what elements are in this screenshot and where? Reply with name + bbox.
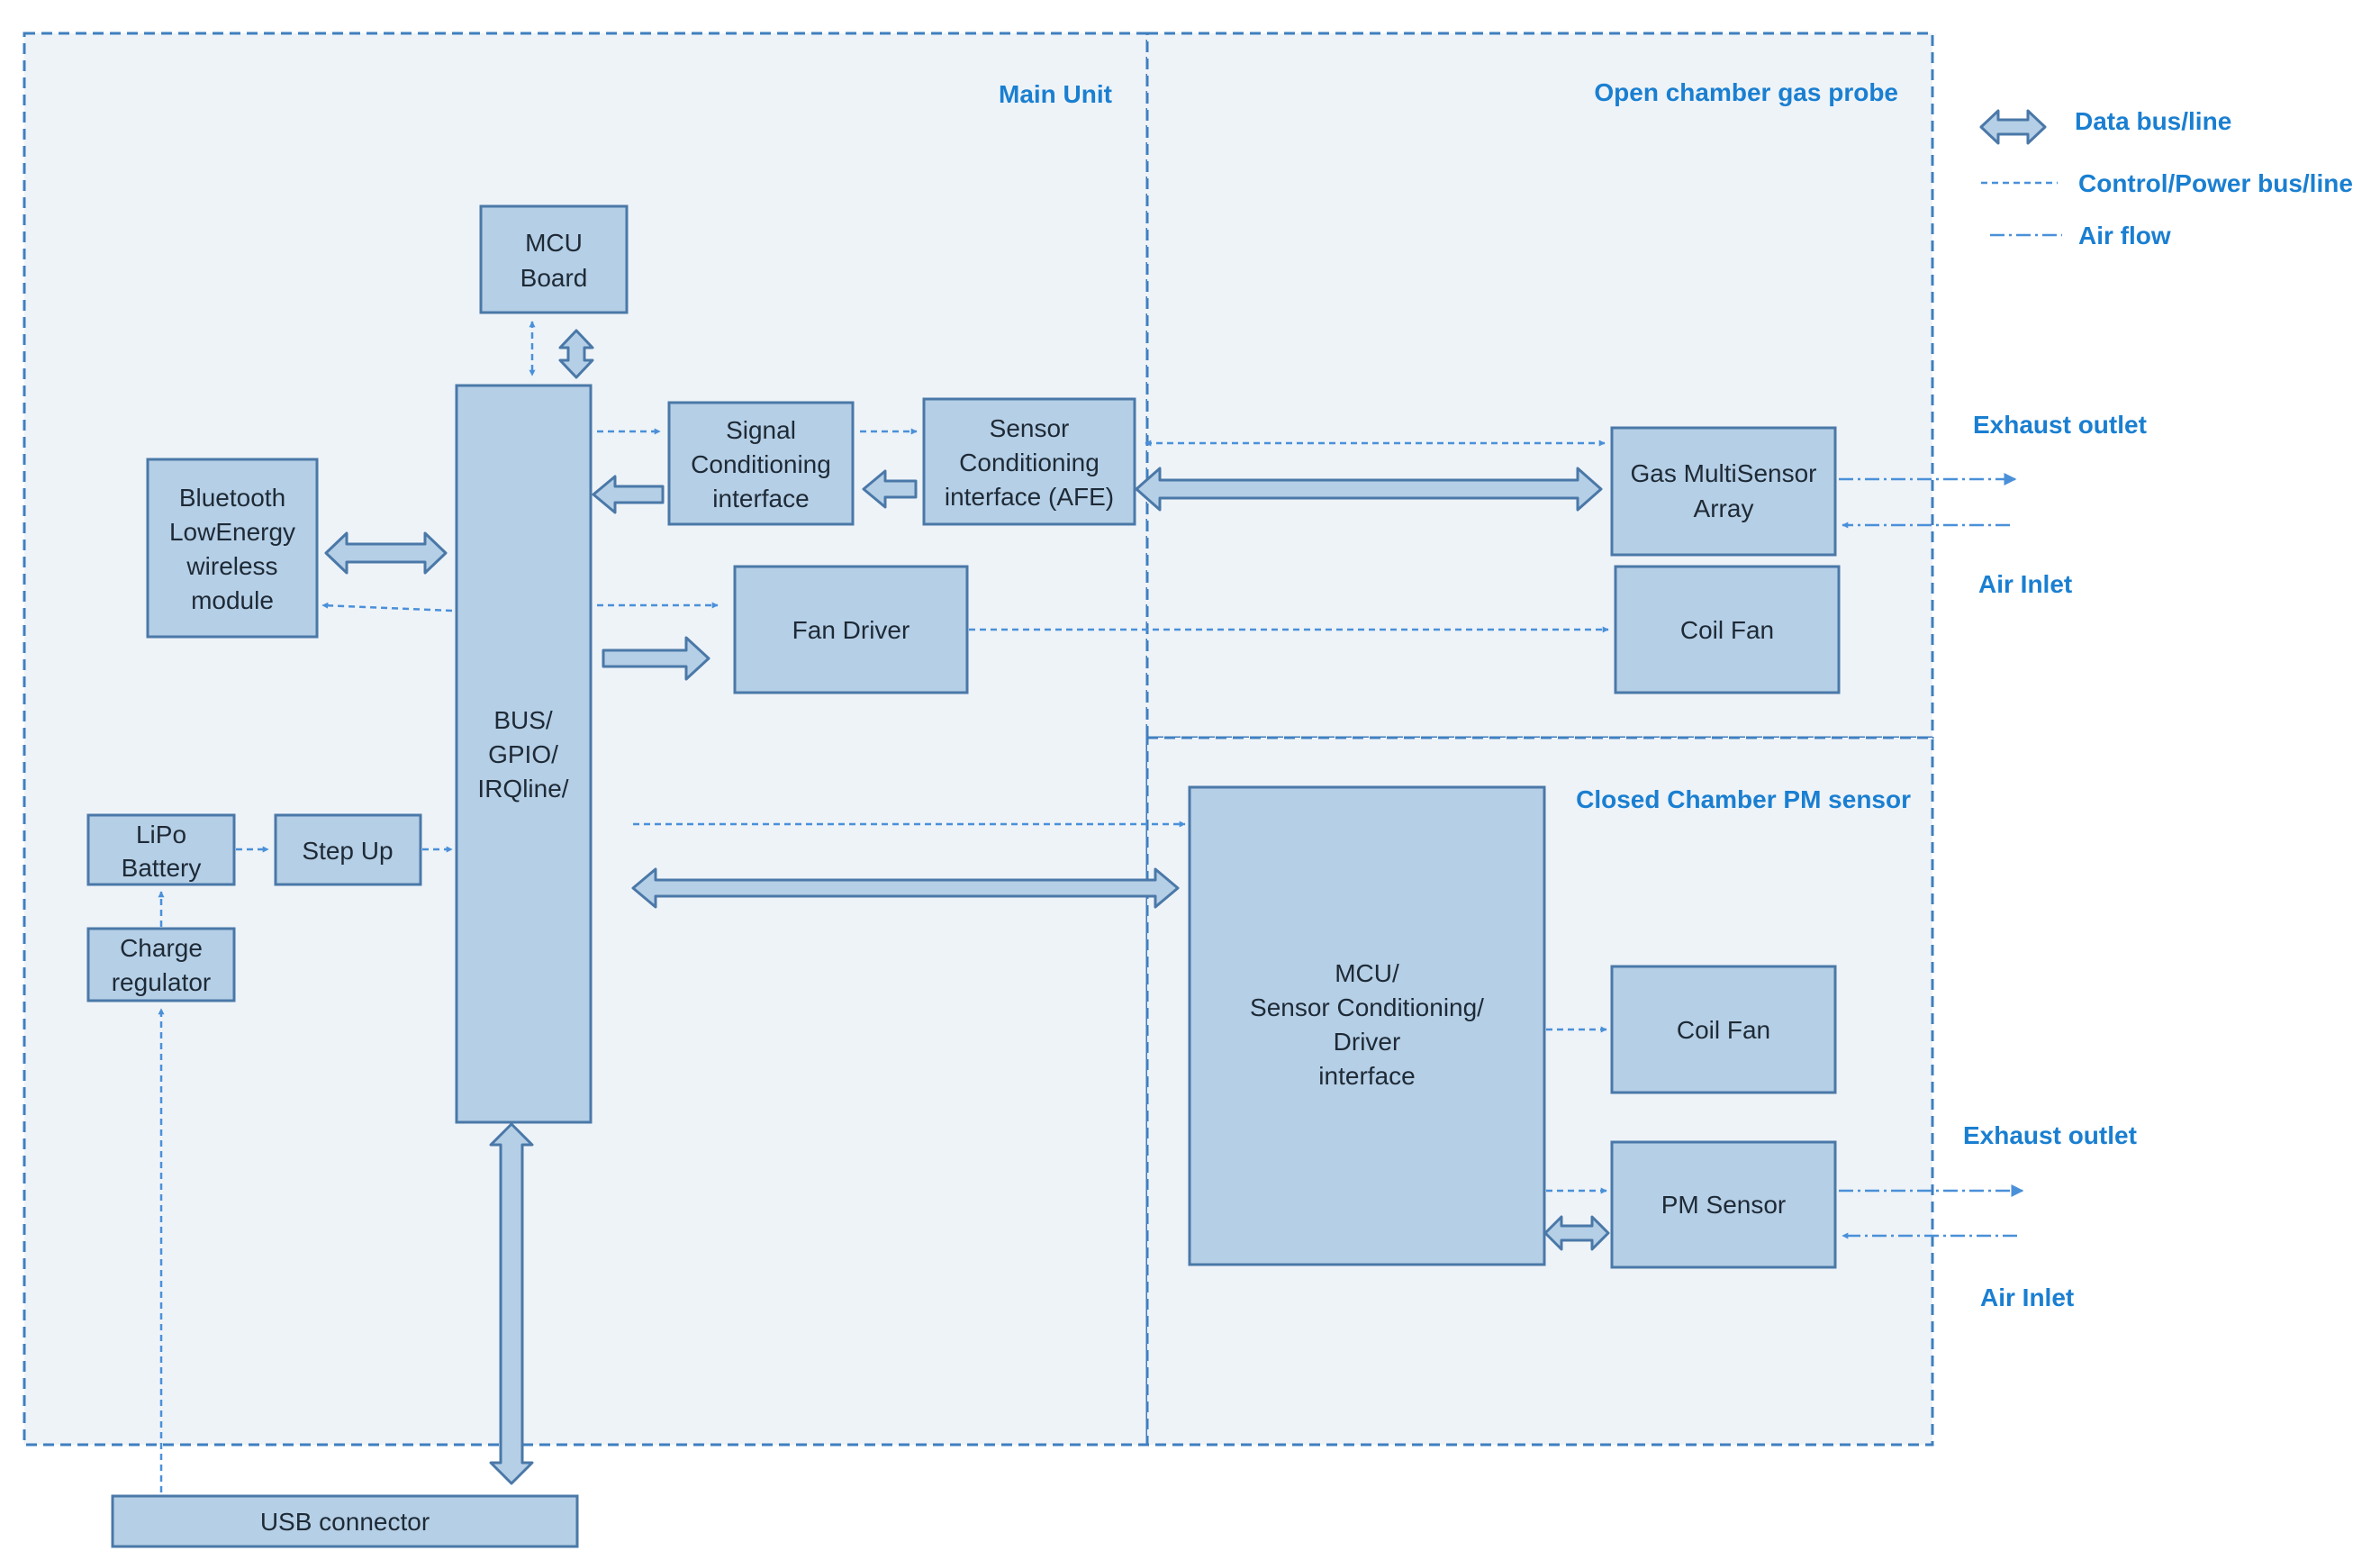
signal-conditioning-line-2: Conditioning <box>691 450 831 478</box>
bus-block: BUS/ GPIO/ IRQline/ <box>455 384 593 1124</box>
charge-regulator-line-1: Charge <box>120 934 203 962</box>
bus-usb-data-arrow <box>489 1122 534 1485</box>
signal-conditioning-line-1: Signal <box>726 416 796 444</box>
mcu-pm-data-arrow <box>1543 1215 1610 1251</box>
lipo-battery-line-2: Battery <box>122 854 202 882</box>
closed-chamber-title: Closed Chamber PM sensor <box>1576 785 1911 813</box>
signal-conditioning-line-3: interface <box>712 485 809 512</box>
gas-multisensor-line-2: Array <box>1694 494 1754 522</box>
lipo-battery-block: LiPo Battery <box>86 813 236 886</box>
gas-multisensor-block: Gas MultiSensor Array <box>1610 426 1837 557</box>
bluetooth-bus-data-arrow <box>324 531 448 575</box>
mcu-closed-line-3: Driver <box>1334 1028 1401 1056</box>
charge-regulator-line-2: regulator <box>112 968 212 996</box>
mcu-closed-line-4: interface <box>1318 1062 1415 1090</box>
signal-conditioning-block: Signal Conditioning interface <box>667 401 855 526</box>
legend-data-bus-icon <box>1979 109 2047 145</box>
legend: Data bus/line Control/Power bus/line Air… <box>1979 107 2353 249</box>
pm-sensor-block: PM Sensor <box>1610 1140 1837 1269</box>
bus-to-fan-driver-data-arrow <box>602 636 710 681</box>
mcu-board-block: MCU Board <box>479 204 629 314</box>
coil-fan-open-block: Coil Fan <box>1614 565 1841 694</box>
mcu-closed-line-1: MCU/ <box>1335 959 1399 987</box>
legend-air-flow-label: Air flow <box>2078 222 2171 249</box>
sensor-conditioning-line-2: Conditioning <box>959 449 1100 476</box>
legend-data-bus-label: Data bus/line <box>2075 107 2231 135</box>
main-unit-title: Main Unit <box>999 80 1112 108</box>
usb-connector-label: USB connector <box>260 1508 430 1536</box>
bus-line-3: IRQline/ <box>477 775 568 803</box>
bluetooth-line-2: LowEnergy <box>169 518 295 546</box>
mcu-closed-line-2: Sensor Conditioning/ <box>1250 993 1484 1021</box>
open-chamber-title: Open chamber gas probe <box>1594 78 1898 106</box>
mcu-board-line-1: MCU <box>525 229 583 257</box>
lipo-battery-line-1: LiPo <box>136 821 186 848</box>
air-inlet-open-label: Air Inlet <box>1978 570 2072 598</box>
mcu-board-line-2: Board <box>520 264 588 292</box>
sensor-conditioning-block: Sensor Conditioning interface (AFE) <box>922 397 1136 526</box>
sensor-to-signal-data-arrow <box>862 469 918 509</box>
bus-mcu-closed-data-arrow <box>631 867 1180 909</box>
legend-control-power-label: Control/Power bus/line <box>2078 169 2353 197</box>
bus-line-1: BUS/ <box>493 706 553 734</box>
signal-to-bus-data-arrow <box>592 475 665 514</box>
bus-to-bluetooth-control-line <box>321 602 453 612</box>
mcu-closed-block: MCU/ Sensor Conditioning/ Driver interfa… <box>1188 785 1546 1266</box>
exhaust-outlet-closed-label: Exhaust outlet <box>1963 1121 2137 1149</box>
step-up-label: Step Up <box>302 837 393 865</box>
coil-fan-closed-block: Coil Fan <box>1610 965 1837 1094</box>
usb-connector-block: USB connector <box>111 1494 579 1548</box>
bus-line-2: GPIO/ <box>488 740 558 768</box>
coil-fan-closed-label: Coil Fan <box>1677 1016 1770 1044</box>
sensor-gas-data-arrow <box>1135 467 1603 512</box>
charge-regulator-block: Charge regulator <box>86 927 236 1002</box>
bluetooth-block: Bluetooth LowEnergy wireless module <box>146 458 319 639</box>
sensor-conditioning-line-3: interface (AFE) <box>945 483 1114 511</box>
bluetooth-line-4: module <box>191 586 274 614</box>
fan-driver-label: Fan Driver <box>792 616 910 644</box>
pm-sensor-label: PM Sensor <box>1661 1191 1787 1219</box>
gas-multisensor-line-1: Gas MultiSensor <box>1631 459 1817 487</box>
bluetooth-line-3: wireless <box>186 552 277 580</box>
exhaust-outlet-open-label: Exhaust outlet <box>1973 411 2147 439</box>
air-inlet-closed-label: Air Inlet <box>1980 1283 2074 1311</box>
step-up-block: Step Up <box>274 813 422 886</box>
sensor-conditioning-line-1: Sensor <box>990 414 1070 442</box>
fan-driver-block: Fan Driver <box>733 565 969 694</box>
bluetooth-line-1: Bluetooth <box>179 484 285 512</box>
mcu-bus-data-arrow <box>558 329 594 379</box>
coil-fan-open-label: Coil Fan <box>1680 616 1774 644</box>
